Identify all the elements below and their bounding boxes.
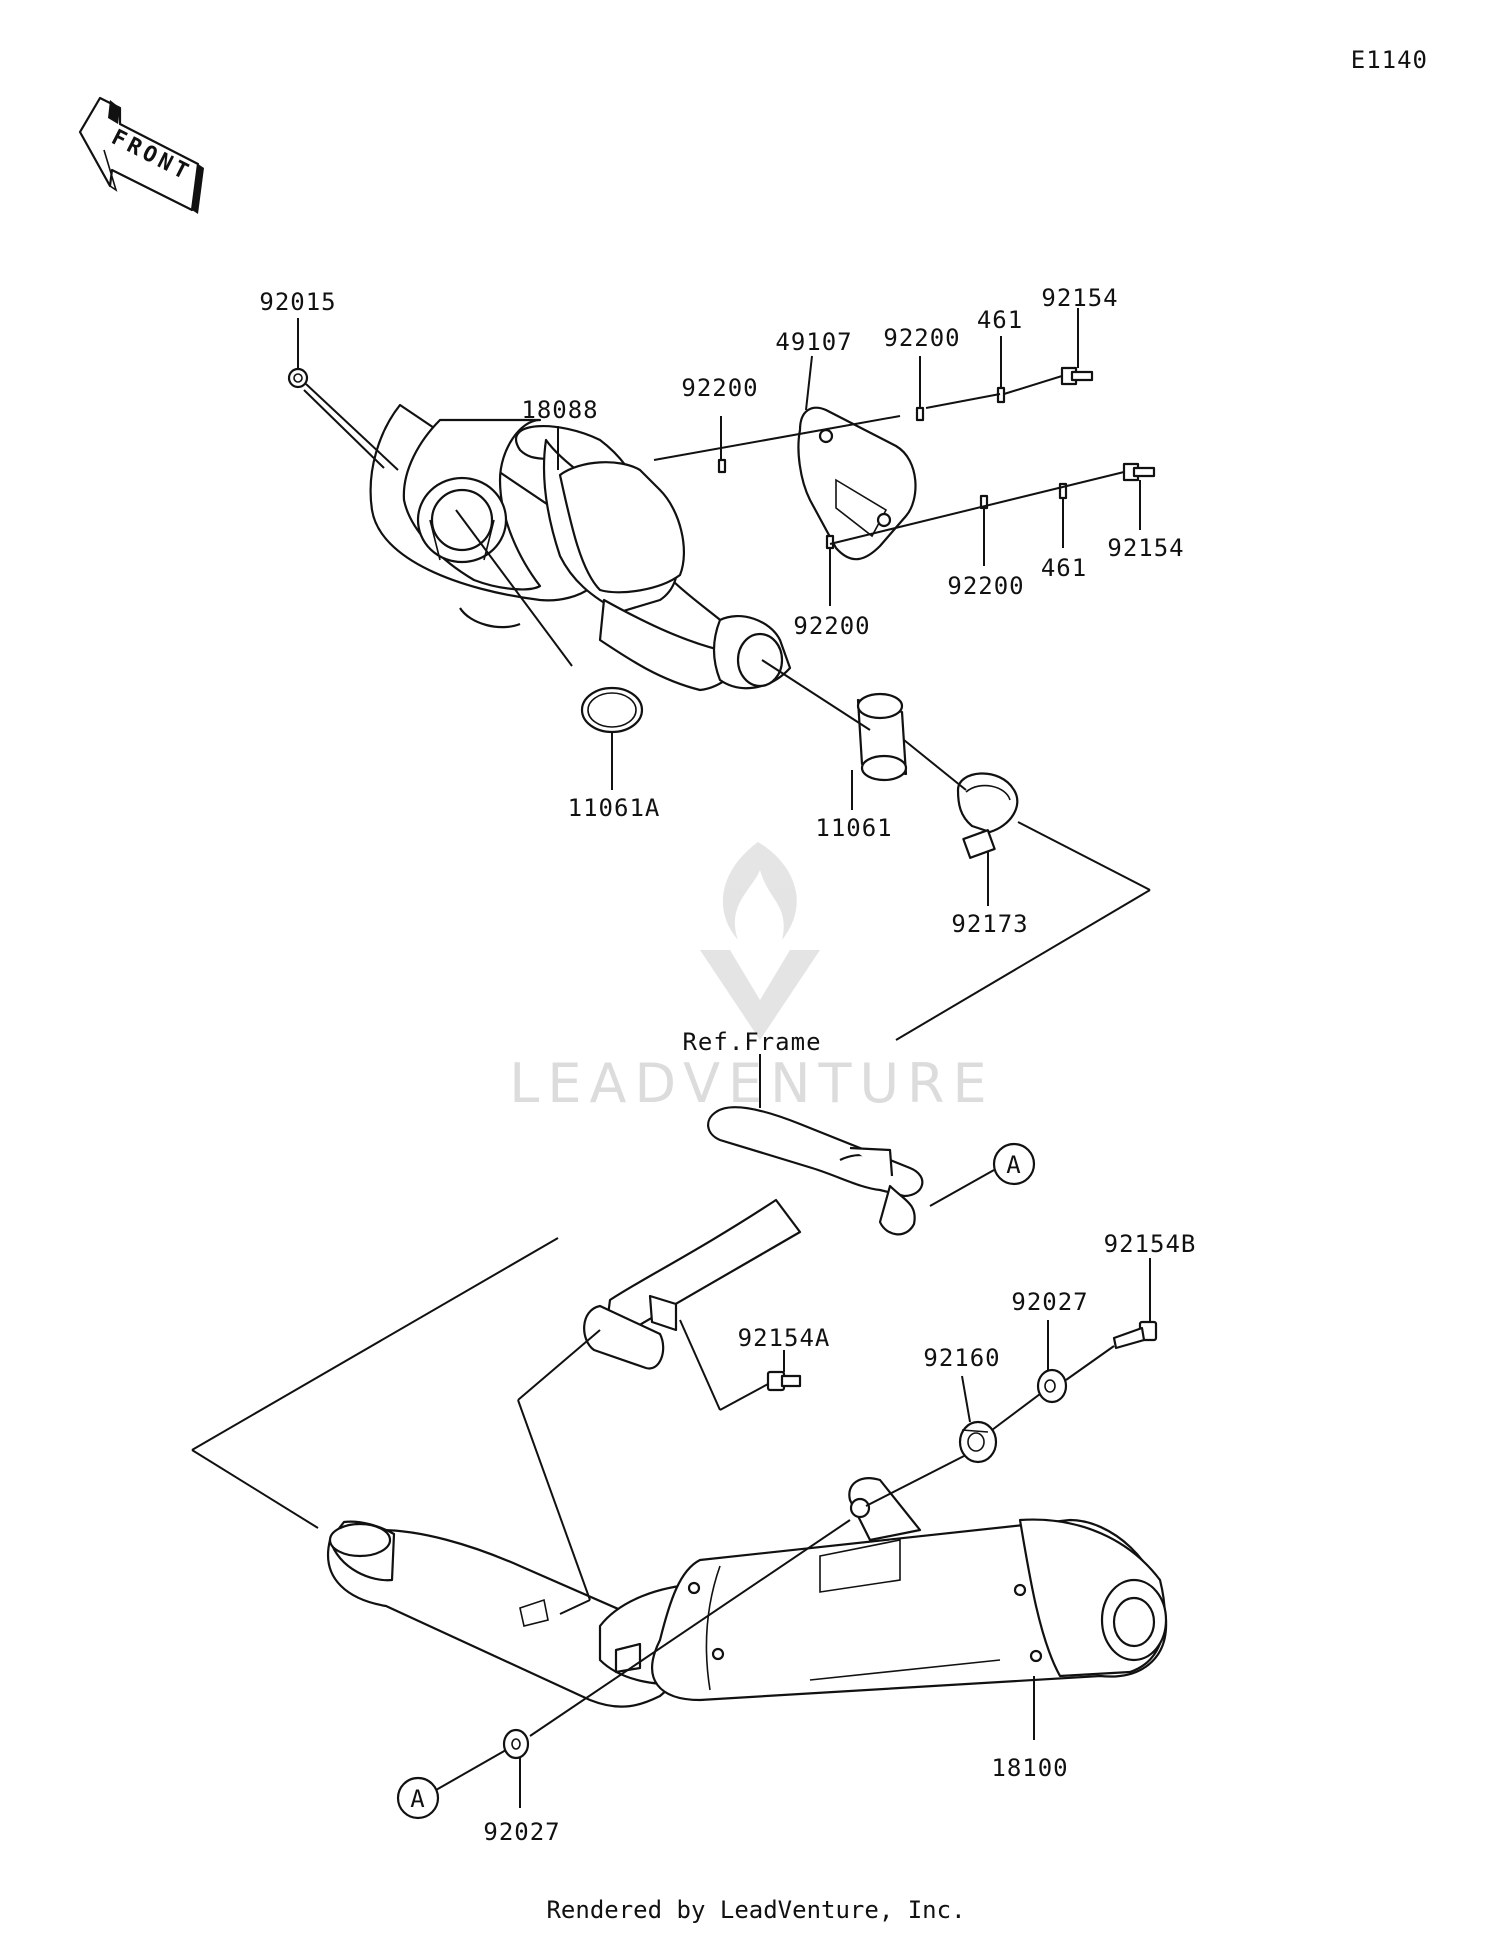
label-461-a: 461 (977, 306, 1023, 334)
label-92027-a: 92027 (1011, 1288, 1088, 1316)
callout-a-upper (992, 1142, 1036, 1186)
watermark-text: LEADVENTURE (509, 1052, 994, 1115)
callout-a-lower (396, 1776, 440, 1820)
nut-92015 (287, 367, 309, 389)
label-ref-frame: Ref.Frame (682, 1028, 821, 1056)
washer-92200-a (717, 458, 727, 474)
watermark-logo: LEADVENTURE (509, 842, 994, 1115)
label-92154-a: 92154 (1041, 284, 1118, 312)
label-92027-b: 92027 (483, 1818, 560, 1846)
front-arrow-icon: FRONT (78, 96, 204, 214)
label-92200-c: 92200 (947, 572, 1024, 600)
washer-92200-b (915, 406, 925, 422)
label-92154-b: 92154 (1107, 534, 1184, 562)
bolt-92154A (766, 1370, 802, 1392)
label-18088: 18088 (521, 396, 598, 424)
washer-92200-d (825, 534, 835, 550)
label-18100: 18100 (991, 1754, 1068, 1782)
label-92160: 92160 (923, 1344, 1000, 1372)
header-pipe-18088 (369, 403, 792, 692)
label-92200-d: 92200 (793, 612, 870, 640)
label-92200-a: 92200 (681, 374, 758, 402)
part-labels: 92015 18088 92200 49107 92200 461 92154 … (259, 284, 1197, 1846)
heat-guard-49107 (797, 406, 917, 561)
frame-ref (583, 1106, 924, 1370)
label-92015: 92015 (259, 288, 336, 316)
label-92154A: 92154A (738, 1324, 831, 1352)
label-92173: 92173 (951, 910, 1028, 938)
callout-a-upper-label: A (1006, 1151, 1021, 1179)
bolt-92154-a (1060, 366, 1094, 386)
bolt-92154B (1112, 1320, 1158, 1350)
leader-lines-upper (297, 308, 1151, 1041)
washer-92027-a (1036, 1368, 1068, 1404)
diagram-id: E1140 (1351, 46, 1428, 74)
leader-lines-lower (191, 1054, 1151, 1808)
grommet-92160 (958, 1420, 998, 1464)
label-461-b: 461 (1041, 554, 1087, 582)
callout-a-lower-label: A (410, 1785, 425, 1813)
footer-credit: Rendered by LeadVenture, Inc. (546, 1896, 965, 1924)
gasket-11061A (580, 686, 644, 734)
label-11061: 11061 (815, 814, 892, 842)
label-11061A: 11061A (568, 794, 661, 822)
bolt-92154-b (1122, 462, 1156, 482)
gasket-sleeve-11061 (856, 692, 908, 782)
washer-92027-b (502, 1728, 530, 1760)
label-92154B: 92154B (1104, 1230, 1197, 1258)
label-92200-b: 92200 (883, 324, 960, 352)
clamp-92173 (956, 772, 1019, 859)
muffler-18100 (327, 1477, 1168, 1708)
label-49107: 49107 (775, 328, 852, 356)
